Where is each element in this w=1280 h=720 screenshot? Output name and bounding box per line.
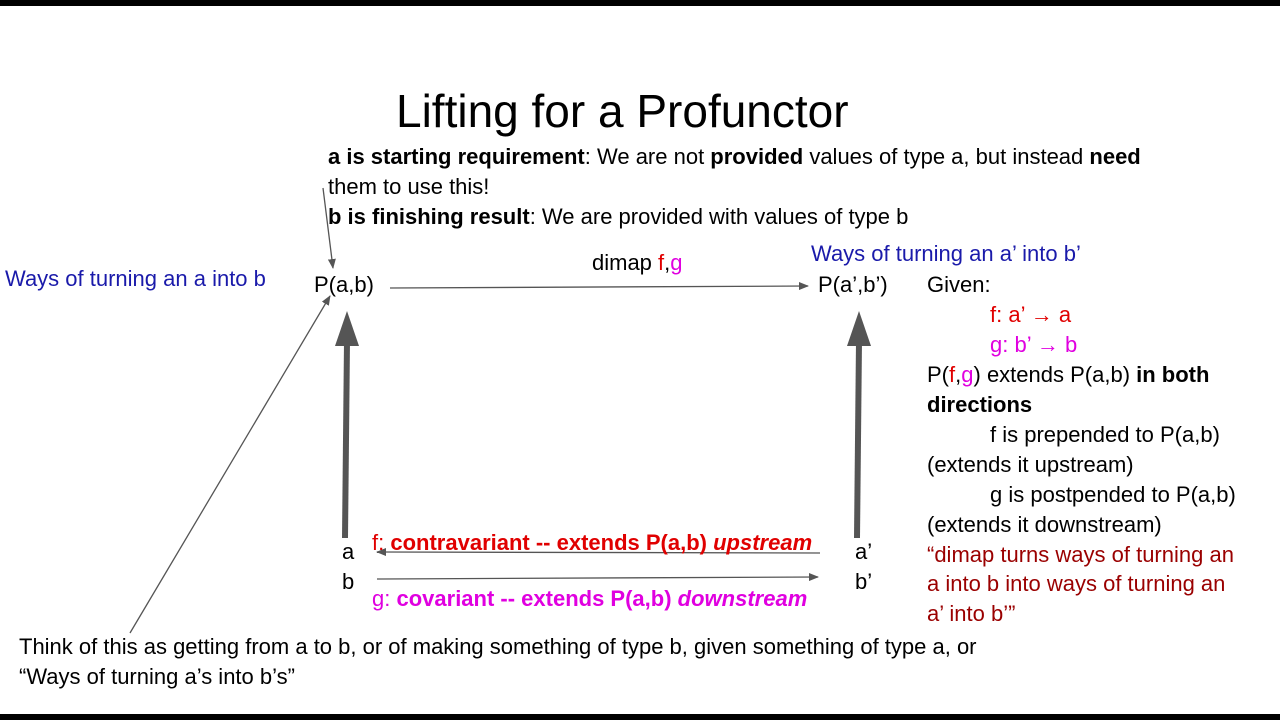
dimap-comma: ,	[664, 250, 671, 275]
given-downstream: (extends it downstream)	[927, 512, 1162, 537]
diagram-arrows	[129, 187, 871, 634]
given-g-postpend: g is postpended to P(a,b)	[990, 482, 1236, 507]
right-lift-arrowhead	[847, 311, 871, 346]
dimap-label: dimap f,g	[592, 248, 683, 278]
given-p-open: P(	[927, 362, 949, 387]
intro-provided: provided	[710, 144, 804, 169]
slide: Lifting for a Profunctor a is starting r…	[0, 6, 1280, 714]
given-p-comma: ,	[955, 362, 962, 387]
given-p-g: g	[961, 362, 974, 387]
intro-need: need	[1089, 144, 1141, 169]
given-f: f: a’ → a	[990, 302, 1072, 327]
contra-emph: upstream	[713, 530, 813, 555]
intro-b-bold: b is finishing result	[328, 204, 530, 229]
intro-line-1: a is starting requirement: We are not pr…	[328, 142, 1141, 172]
covariant-label: g: covariant -- extends P(a,b) downstrea…	[372, 584, 807, 614]
right-var-a: a’	[855, 539, 873, 564]
given-extends: P(f,g) extends P(a,b) in both	[927, 360, 1209, 390]
left-var-a: a	[342, 539, 355, 564]
right-caption: Ways of turning an a’ into b’	[811, 241, 1081, 266]
intro-line-3: b is finishing result: We are provided w…	[328, 202, 908, 232]
intro-a-bold: a is starting requirement	[328, 144, 585, 169]
dimap-f: f	[658, 250, 665, 275]
given-directions: directions	[927, 392, 1033, 417]
right-lift-arrow	[854, 340, 862, 539]
right-var-b: b’	[855, 569, 873, 594]
contra-f: f	[372, 530, 379, 555]
contra-colon: :	[378, 530, 391, 555]
quote-line-3: a’ into b’”	[927, 601, 1016, 626]
right-node: P(a’,b’)	[818, 272, 888, 297]
contravariant-label: f: contravariant -- extends P(a,b) upstr…	[372, 528, 812, 558]
left-lift-arrow	[342, 340, 350, 539]
f-contravariant-arrow	[376, 548, 821, 557]
bottom-note-line-2: “Ways of turning a’s into b’s”	[19, 664, 295, 689]
cov-colon: :	[384, 586, 397, 611]
given-g: g: b’ → b	[990, 332, 1078, 357]
page-title: Lifting for a Profunctor	[396, 85, 849, 137]
contra-text: contravariant -- extends P(a,b)	[390, 530, 714, 555]
intro-b-rest: : We are provided with values of type b	[529, 204, 909, 229]
cov-text: covariant -- extends P(a,b)	[396, 586, 678, 611]
intro-a-rest1: : We are not	[584, 144, 711, 169]
dimap-arrow	[389, 282, 809, 291]
intro-a-rest2: values of type a, but instead	[803, 144, 1090, 169]
left-node: P(a,b)	[314, 272, 374, 297]
intro-pointer-arrow	[322, 187, 336, 269]
left-lift-arrowhead	[335, 311, 359, 346]
cov-g: g	[372, 586, 385, 611]
g-covariant-arrow	[376, 573, 819, 582]
cov-emph: downstream	[677, 586, 808, 611]
given-in-both: in both	[1136, 362, 1210, 387]
given-p-close: ) extends P(a,b)	[973, 362, 1137, 387]
bottom-pointer-arrow	[129, 295, 331, 634]
intro-line-2: them to use this!	[328, 174, 490, 199]
given-f-prepend: f is prepended to P(a,b)	[990, 422, 1220, 447]
bottom-note-line-1: Think of this as getting from a to b, or…	[19, 634, 977, 659]
quote-line-1: “dimap turns ways of turning an	[927, 542, 1234, 567]
given-p-f: f	[949, 362, 956, 387]
dimap-text: dimap	[592, 250, 659, 275]
dimap-g: g	[670, 250, 683, 275]
left-caption: Ways of turning an a into b	[5, 266, 266, 291]
quote-line-2: a into b into ways of turning an	[927, 571, 1226, 596]
given-upstream: (extends it upstream)	[927, 452, 1134, 477]
left-var-b: b	[342, 569, 355, 594]
given-heading: Given:	[927, 272, 991, 297]
